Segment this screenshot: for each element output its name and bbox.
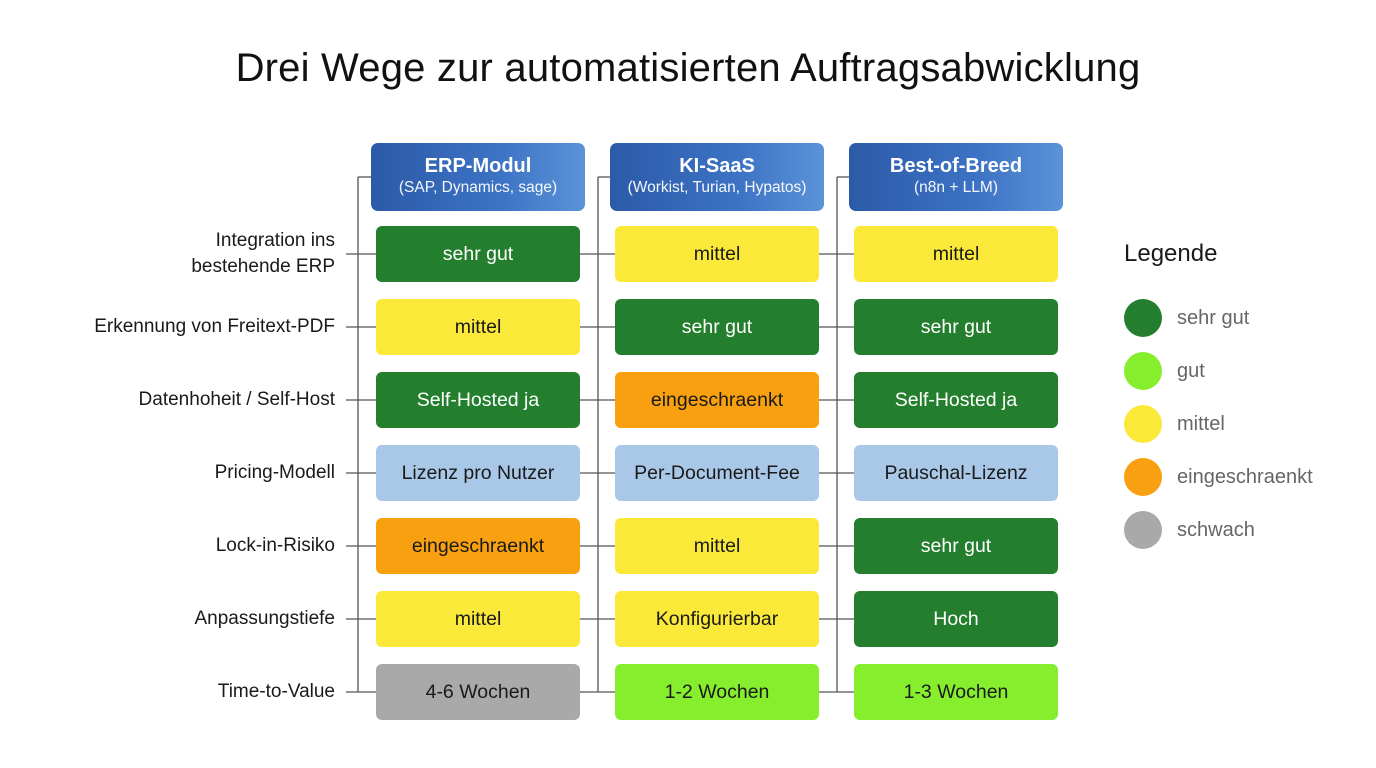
rating-cell: eingeschraenkt bbox=[376, 518, 580, 574]
rating-cell: sehr gut bbox=[854, 299, 1058, 355]
row-label: Datenhoheit / Self-Host bbox=[138, 389, 335, 410]
legend-swatch bbox=[1124, 405, 1162, 443]
page-title: Drei Wege zur automatisierten Auftragsab… bbox=[235, 46, 1141, 90]
rating-cell: mittel bbox=[615, 518, 819, 574]
rating-cell: Self-Hosted ja bbox=[854, 372, 1058, 428]
legend-swatch bbox=[1124, 352, 1162, 390]
column-header-title: ERP-Modul bbox=[424, 155, 532, 177]
rating-cell: mittel bbox=[376, 299, 580, 355]
rating-cell: 1-3 Wochen bbox=[854, 664, 1058, 720]
rating-cell: Self-Hosted ja bbox=[376, 372, 580, 428]
rating-cell: Per-Document-Fee bbox=[615, 445, 819, 501]
rating-cell: mittel bbox=[376, 591, 580, 647]
legend-label: gut bbox=[1177, 359, 1205, 382]
legend-swatch bbox=[1124, 511, 1162, 549]
rating-cell: sehr gut bbox=[376, 226, 580, 282]
column-header: ERP-Modul (SAP, Dynamics, sage) bbox=[371, 143, 585, 211]
row-label: Lock-in-Risiko bbox=[215, 535, 335, 556]
row-label: Pricing-Modell bbox=[214, 462, 335, 483]
column-header: KI-SaaS (Workist, Turian, Hypatos) bbox=[610, 143, 824, 211]
rating-cell: mittel bbox=[854, 226, 1058, 282]
legend-item: gut bbox=[1124, 352, 1205, 390]
rating-cell: Konfigurierbar bbox=[615, 591, 819, 647]
column-header: Best-of-Breed (n8n + LLM) bbox=[849, 143, 1063, 211]
rating-cell: 4-6 Wochen bbox=[376, 664, 580, 720]
legend-item: sehr gut bbox=[1124, 299, 1249, 337]
rating-cell: Hoch bbox=[854, 591, 1058, 647]
legend-label: eingeschraenkt bbox=[1177, 465, 1313, 488]
rating-cell: mittel bbox=[615, 226, 819, 282]
column-header-subtitle: (Workist, Turian, Hypatos) bbox=[627, 179, 807, 196]
column-header-title: KI-SaaS bbox=[679, 155, 755, 177]
legend-swatch bbox=[1124, 458, 1162, 496]
legend-item: schwach bbox=[1124, 511, 1255, 549]
rating-cell: eingeschraenkt bbox=[615, 372, 819, 428]
legend-item: eingeschraenkt bbox=[1124, 458, 1313, 496]
legend-title: Legende bbox=[1124, 240, 1218, 267]
column-header-title: Best-of-Breed bbox=[889, 155, 1023, 177]
rating-cell: 1-2 Wochen bbox=[615, 664, 819, 720]
legend-item: mittel bbox=[1124, 405, 1225, 443]
legend-label: schwach bbox=[1177, 518, 1255, 541]
column-header-subtitle: (SAP, Dynamics, sage) bbox=[398, 179, 558, 196]
row-label: Anpassungstiefe bbox=[194, 608, 336, 629]
rating-cell: Lizenz pro Nutzer bbox=[376, 445, 580, 501]
legend-label: mittel bbox=[1177, 412, 1225, 435]
column-header-subtitle: (n8n + LLM) bbox=[913, 179, 998, 196]
row-label: Erkennung von Freitext-PDF bbox=[94, 316, 335, 337]
row-label: Time-to-Value bbox=[217, 681, 335, 702]
legend-swatch bbox=[1124, 299, 1162, 337]
legend-label: sehr gut bbox=[1177, 306, 1250, 329]
rating-cell: sehr gut bbox=[615, 299, 819, 355]
rating-cell: Pauschal-Lizenz bbox=[854, 445, 1058, 501]
rating-cell: sehr gut bbox=[854, 518, 1058, 574]
